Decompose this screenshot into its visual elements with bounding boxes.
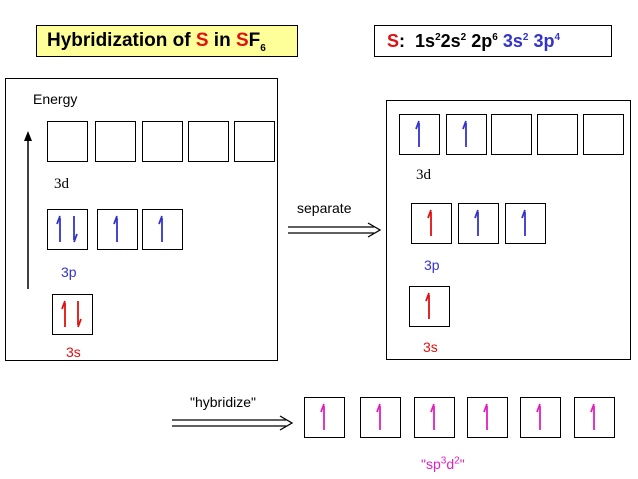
orbital-3p-2 [458, 203, 499, 244]
title-box: Hybridization of S in SF6 [36, 25, 298, 57]
orbital-3d-3 [142, 121, 183, 162]
config-1s: 1s [415, 31, 436, 51]
hybrid-orbital-1 [304, 397, 345, 438]
spin-up-arrow-icon [590, 403, 595, 430]
hybrid-orbital-4 [467, 397, 508, 438]
hybrid-orbital-2 [360, 397, 401, 438]
spin-up-arrow-icon [158, 215, 163, 242]
spin-up-arrow-icon [415, 120, 420, 147]
hybrid-orbital-3 [414, 397, 455, 438]
hybrid-label-sp: "sp [421, 456, 441, 472]
config-1s-exp: 2 [435, 32, 441, 43]
spin-up-arrow-icon [61, 300, 66, 327]
spin-up-arrow-icon [376, 403, 381, 430]
orbital-3d-1 [47, 121, 88, 162]
config-2s: 2s [440, 31, 461, 51]
excited-state-panel: 3d 3p 3s [386, 100, 631, 360]
orbital-3d-5 [234, 121, 275, 162]
orbital-3s [409, 286, 450, 327]
orbital-3d-4 [537, 114, 578, 155]
orbital-3d-3 [491, 114, 532, 155]
ground-state-panel: Energy 3d 3p 3s [5, 78, 278, 361]
config-3p: 3p [533, 31, 555, 51]
title-sulfur-2: S [235, 30, 249, 51]
orbital-3d-4 [188, 121, 229, 162]
label-3p: 3p [61, 264, 77, 280]
hybrid-label-close: " [459, 456, 465, 472]
separate-label: separate [297, 200, 352, 216]
config-colon: : [399, 31, 406, 51]
orbital-3d-2 [95, 121, 136, 162]
config-atom: S [387, 31, 400, 51]
double-arrow-icon [172, 415, 294, 431]
energy-arrow-icon [24, 131, 32, 289]
orbital-3p-3 [142, 209, 183, 250]
config-3s: 3s [502, 31, 523, 51]
spin-up-arrow-icon [425, 292, 430, 319]
hybrid-orbital-6 [574, 397, 615, 438]
spin-up-arrow-icon [483, 403, 488, 430]
config-3p-exp: 4 [554, 32, 561, 43]
title-mid: in [208, 30, 236, 51]
orbital-3p-1 [411, 203, 452, 244]
orbital-3s [52, 294, 93, 335]
label-3d: 3d [416, 167, 431, 183]
spin-up-arrow-icon [536, 403, 541, 430]
label-3s: 3s [423, 339, 438, 355]
spin-up-arrow-icon [430, 403, 435, 430]
orbital-3d-2 [446, 114, 487, 155]
config-box: S: 1s22s2 2p6 3s2 3p4 [374, 25, 612, 57]
config-3s-exp: 2 [522, 32, 529, 43]
spin-down-arrow-icon [73, 216, 78, 243]
spin-down-arrow-icon [77, 301, 82, 328]
hybrid-label: "sp3d2" [421, 456, 465, 472]
hybrid-orbital-5 [520, 397, 561, 438]
spin-up-arrow-icon [427, 209, 432, 236]
energy-label: Energy [33, 91, 78, 107]
title-subscript: 6 [260, 42, 266, 54]
orbital-3d-1 [399, 114, 440, 155]
label-3p: 3p [424, 257, 440, 273]
double-arrow-icon [288, 222, 382, 238]
title-prefix: Hybridization of [47, 30, 196, 51]
spin-up-arrow-icon [56, 215, 61, 242]
config-2p: 2p [471, 31, 493, 51]
title-f: F [248, 30, 261, 51]
label-3s: 3s [66, 344, 81, 360]
hybrid-label-sup1: 3 [440, 455, 447, 467]
config-2p-exp: 6 [492, 32, 498, 43]
spin-up-arrow-icon [462, 120, 467, 147]
spin-up-arrow-icon [474, 209, 479, 236]
hybridize-label: "hybridize" [190, 394, 256, 410]
orbital-3d-5 [583, 114, 624, 155]
config-2s-exp: 2 [460, 32, 467, 43]
orbital-3p-1 [47, 209, 88, 250]
hybrid-label-sup2: 2 [454, 455, 460, 467]
orbital-3p-3 [505, 203, 546, 244]
orbital-3p-2 [97, 209, 138, 250]
spin-up-arrow-icon [113, 215, 118, 242]
spin-up-arrow-icon [521, 209, 526, 236]
title-sulfur: S [195, 30, 209, 51]
hybrid-label-d: d [446, 456, 455, 472]
spin-up-arrow-icon [320, 403, 325, 430]
label-3d: 3d [54, 176, 69, 192]
